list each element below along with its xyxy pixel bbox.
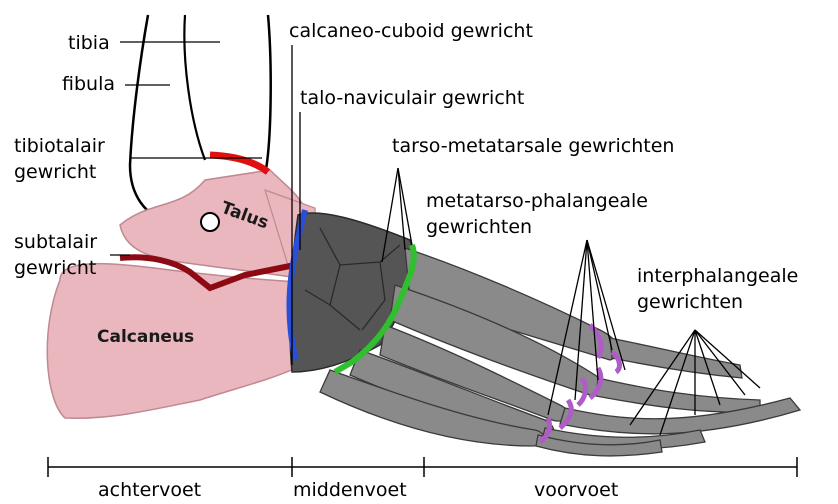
label-tibia: tibia — [68, 32, 110, 54]
region-scale — [48, 457, 797, 477]
label-subtalair-line1: subtalair — [14, 231, 97, 253]
label-fibula: fibula — [62, 73, 115, 95]
region-middenvoet: middenvoet — [293, 479, 407, 500]
calcaneus-label: Calcaneus — [97, 327, 194, 347]
label-talo-naviculair: talo-naviculair gewricht — [300, 87, 524, 109]
region-voorvoet: voorvoet — [534, 479, 618, 500]
label-tibiotalair-line1: tibiotalair — [14, 135, 105, 157]
label-calcaneo-cuboid: calcaneo-cuboid gewricht — [289, 20, 533, 42]
label-subtalair-line2: gewricht — [14, 257, 96, 279]
region-achtervoet: achtervoet — [98, 479, 201, 500]
label-interphalangeale-line1: interphalangeale — [637, 265, 798, 287]
label-interphalangeale-line2: gewrichten — [637, 291, 743, 313]
talus-hole — [201, 213, 219, 231]
label-tarso-metatarsale: tarso-metatarsale gewrichten — [392, 135, 674, 157]
label-metatarso-line2: gewrichten — [426, 216, 532, 238]
label-metatarso-line1: metatarso-phalangeale — [426, 190, 648, 212]
label-tibiotalair-line2: gewricht — [14, 161, 96, 183]
